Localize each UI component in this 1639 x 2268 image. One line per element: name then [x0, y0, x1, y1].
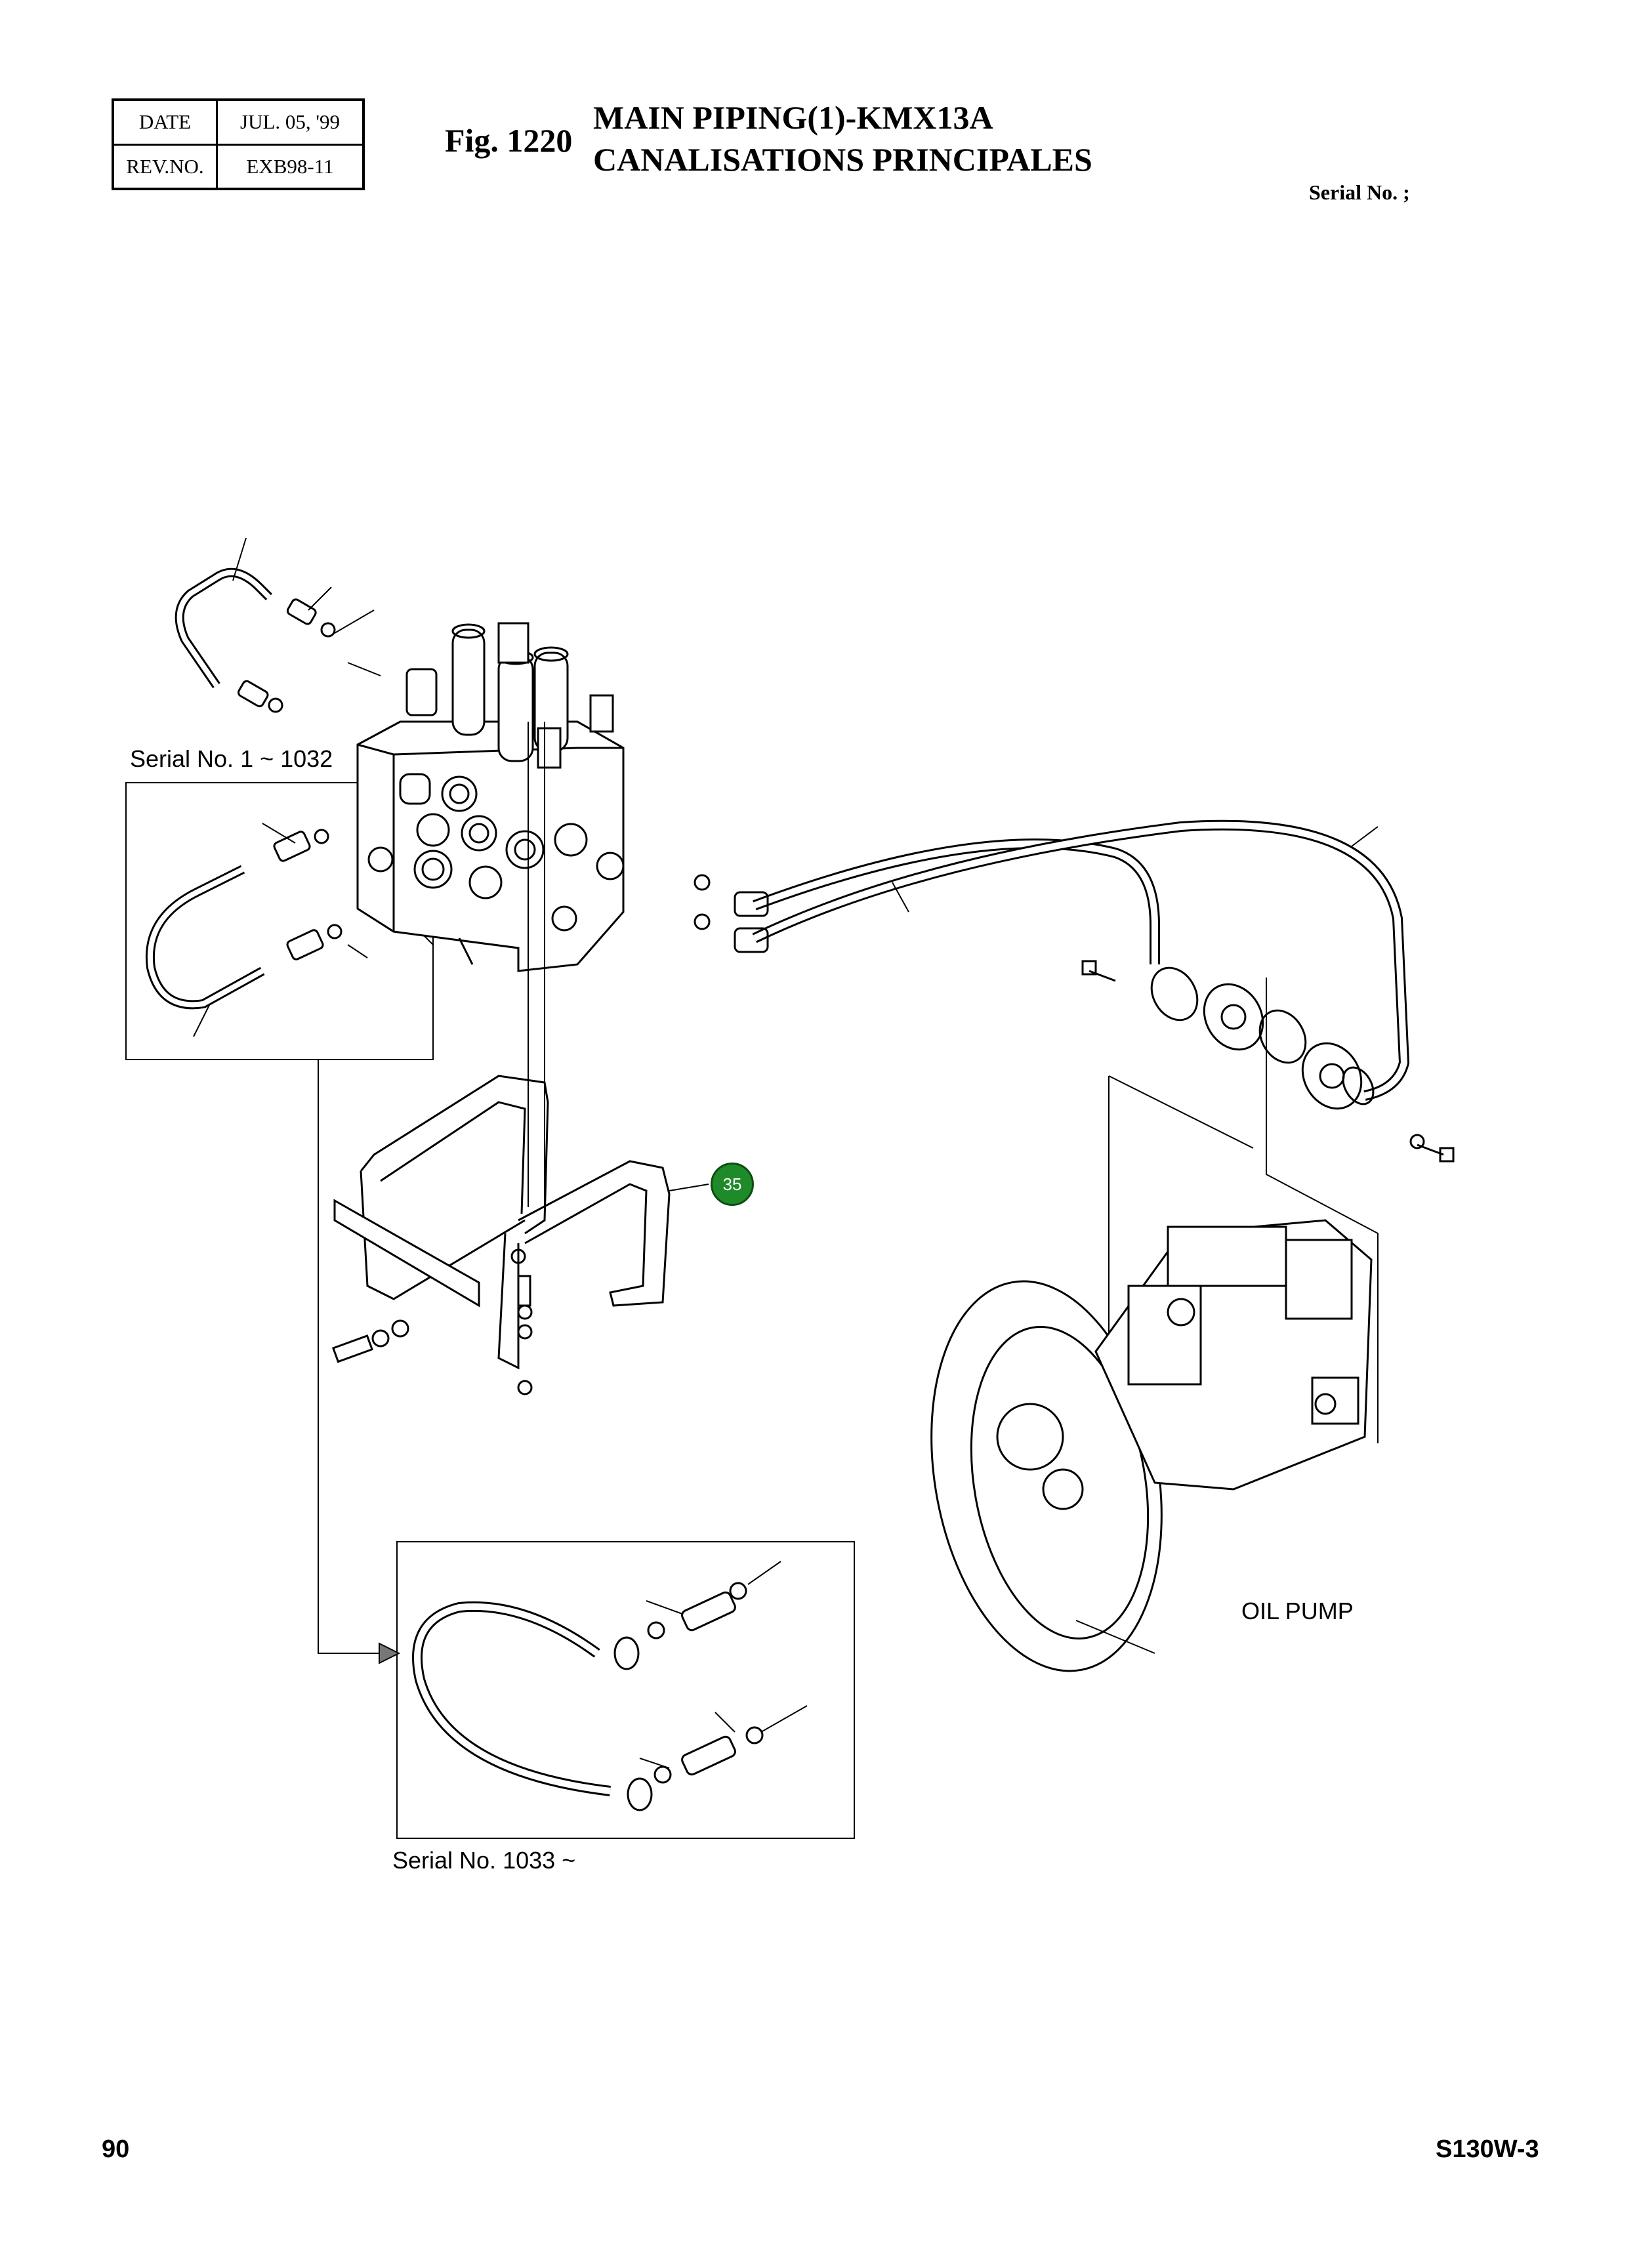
page-number: 90 — [102, 2135, 130, 2163]
page-title: MAIN PIPING(1)-KMX13A — [593, 99, 993, 136]
page-subtitle: CANALISATIONS PRINCIPALES — [593, 141, 1092, 178]
u-hose-top — [175, 537, 381, 713]
part-callout-number: 35 — [722, 1174, 742, 1194]
oil-pump-label: OIL PUMP — [1241, 1598, 1354, 1624]
serial-number-header: Serial No. ; — [1309, 180, 1410, 204]
date-label: DATE — [112, 98, 218, 146]
control-valve — [356, 622, 625, 972]
rev-label: REV.NO. — [112, 143, 218, 190]
inset-label-serial-2: Serial No. 1033 ~ — [392, 1847, 576, 1874]
inset-2-hose — [412, 1561, 808, 1811]
inset-connector-line — [318, 1060, 384, 1654]
rev-value: EXB98-11 — [216, 143, 365, 190]
figure-number: Fig. 1220 — [445, 122, 573, 159]
date-value: JUL. 05, '99 — [216, 98, 365, 146]
part-callout-35[interactable]: 35 — [711, 1163, 754, 1206]
main-hoses — [694, 819, 1410, 1101]
arrow-head-icon — [379, 1642, 401, 1664]
oil-pump — [930, 978, 1379, 1672]
bracket-frames — [331, 722, 709, 1395]
model-name: S130W-3 — [1436, 2135, 1539, 2163]
inset-label-serial-1: Serial No. 1 ~ 1032 — [130, 745, 333, 772]
inset-1-hose — [145, 823, 368, 1037]
inset-box-serial-2 — [396, 1541, 855, 1839]
revision-table: DATE JUL. 05, '99 REV.NO. EXB98-11 — [112, 98, 365, 190]
flange-parts — [1081, 960, 1455, 1163]
